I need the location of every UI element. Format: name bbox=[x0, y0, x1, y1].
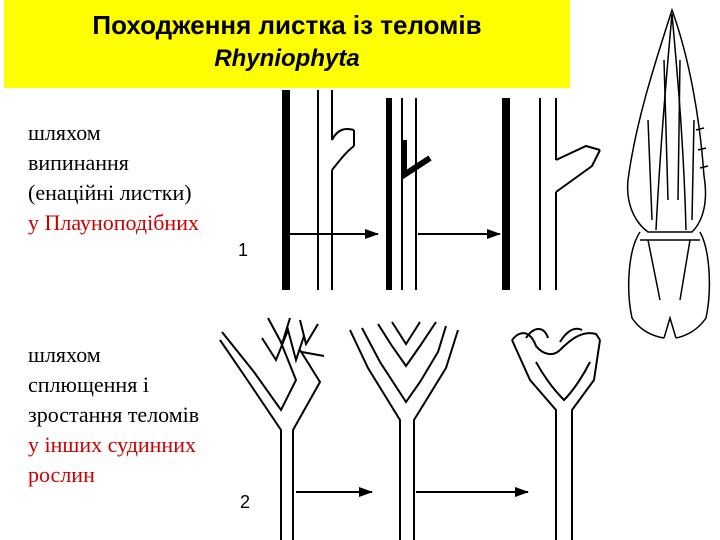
slide-subtitle: Rhyniophyta bbox=[214, 45, 360, 72]
section2-number: 2 bbox=[240, 492, 251, 512]
title-banner: Походження листка із теломів Rhyniophyta bbox=[4, 0, 570, 88]
section1-highlight: у Плауноподібних bbox=[28, 210, 199, 235]
enation-stem-3 bbox=[502, 98, 601, 290]
section1-line: випинання bbox=[28, 150, 129, 175]
section2-line: сплющення і bbox=[28, 372, 149, 397]
section2-line: зростання теломів bbox=[28, 402, 200, 427]
section2-highlight: рослин bbox=[28, 462, 95, 487]
section1-line: шляхом bbox=[28, 120, 101, 145]
enation-stem-1 bbox=[282, 90, 355, 290]
telome-branch-3 bbox=[511, 327, 601, 540]
section2-line: шляхом bbox=[28, 342, 101, 367]
enation-stem-2 bbox=[386, 98, 432, 290]
slide-title: Походження листка із теломів bbox=[92, 10, 482, 40]
telome-branch-2 bbox=[349, 321, 459, 540]
section1-number: 1 bbox=[238, 240, 249, 260]
telome-branch-1 bbox=[219, 317, 325, 540]
section2-highlight: у інших судинних bbox=[28, 432, 196, 457]
section1-line: (енаційні листки) bbox=[28, 180, 192, 205]
section2-text: шляхом сплющення і зростання теломів у і… bbox=[28, 340, 199, 490]
leaf-illustration bbox=[626, 7, 711, 339]
section1-text: шляхом випинання (енаційні листки) у Пла… bbox=[28, 118, 199, 238]
